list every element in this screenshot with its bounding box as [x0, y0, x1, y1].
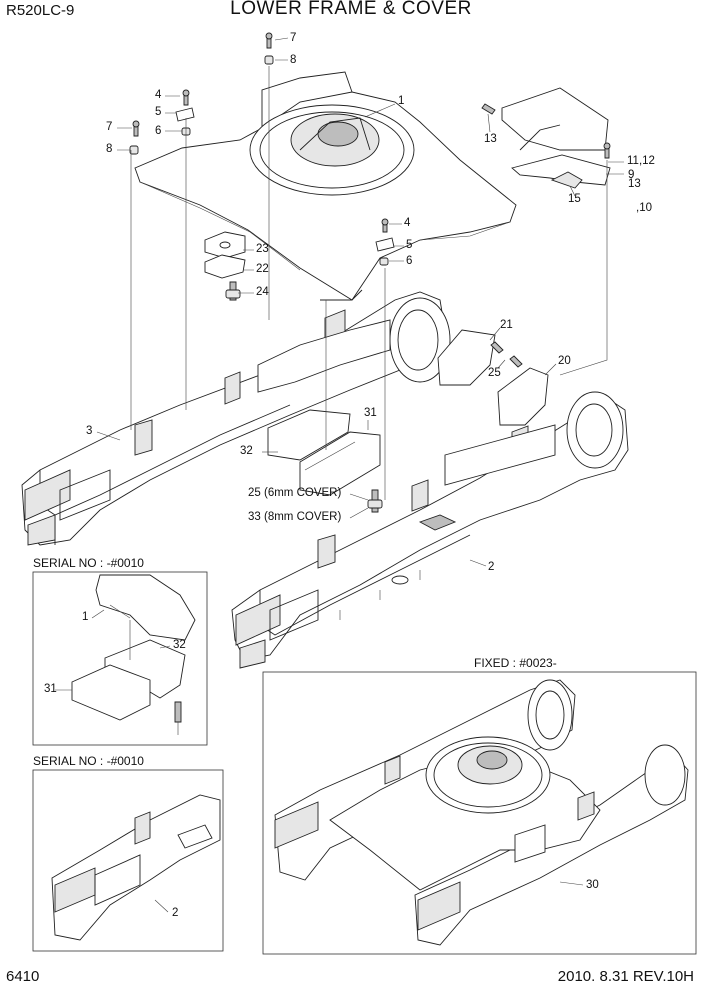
center-frame [134, 71, 517, 301]
callout-8: 8 [290, 54, 297, 66]
callout-22: 22 [256, 263, 269, 275]
callout-25-6mm-cover: 25 (6mm COVER) [248, 487, 342, 499]
revision-info: 2010. 8.31 REV.10H [557, 968, 694, 985]
callout-25: 25 [488, 367, 501, 379]
hardware-items [129, 32, 611, 513]
callout-7: 7 [106, 121, 113, 133]
inset1-callout-32: 32 [173, 639, 186, 651]
callout-23: 23 [256, 243, 269, 255]
page-number: 6410 [6, 968, 40, 985]
callout-6: 6 [406, 255, 413, 267]
cover-20 [497, 367, 549, 426]
callout-13: 13 [484, 133, 497, 145]
callout-24: 24 [256, 286, 269, 298]
inset2-parts [51, 794, 221, 941]
callout-11-12: 11,12 [627, 155, 655, 167]
callout-4: 4 [404, 217, 411, 229]
inset1-parts [55, 574, 196, 735]
side-frame-right [231, 391, 629, 669]
callout-31: 31 [364, 407, 377, 419]
callout-10: ,10 [636, 202, 652, 214]
callout-13: 13 [628, 178, 641, 190]
inset1-callout-31: 31 [44, 683, 57, 695]
page-title: LOWER FRAME & COVER [230, 0, 472, 19]
callout-4: 4 [155, 89, 162, 101]
inset1-callout-1: 1 [82, 611, 89, 623]
cover-21 [437, 329, 496, 386]
callout-20: 20 [558, 355, 571, 367]
callout-15: 15 [568, 193, 581, 205]
callout-21: 21 [500, 319, 513, 331]
inset3-label: FIXED : #0023- [474, 656, 557, 670]
callout-5: 5 [155, 106, 162, 118]
cover-32 [267, 409, 351, 461]
callout-3: 3 [86, 425, 93, 437]
callout-9: 9 [628, 169, 635, 181]
callout-6: 6 [155, 125, 162, 137]
callout-32: 32 [240, 445, 253, 457]
callout-2: 2 [488, 561, 495, 573]
callout-1: 1 [398, 95, 405, 107]
inset3-callout-30: 30 [586, 879, 599, 891]
callout-8: 8 [106, 143, 113, 155]
inset2-frame [32, 769, 224, 952]
inset1-label: SERIAL NO : -#0010 [33, 556, 144, 570]
callout-7: 7 [290, 32, 297, 44]
inset1-frame [32, 571, 208, 746]
inset2-callout-2: 2 [172, 907, 179, 919]
side-frame-left [21, 291, 451, 546]
leader-lines [96, 37, 624, 567]
inset3-parts [274, 679, 689, 946]
callout-5: 5 [406, 239, 413, 251]
inset2-label: SERIAL NO : -#0010 [33, 754, 144, 768]
model-name: R520LC-9 [6, 2, 75, 19]
cover-13-assembly [501, 87, 611, 189]
callout-33-8mm-cover: 33 (8mm COVER) [248, 511, 342, 523]
cover-31 [299, 431, 381, 496]
inset3-frame [262, 671, 697, 955]
